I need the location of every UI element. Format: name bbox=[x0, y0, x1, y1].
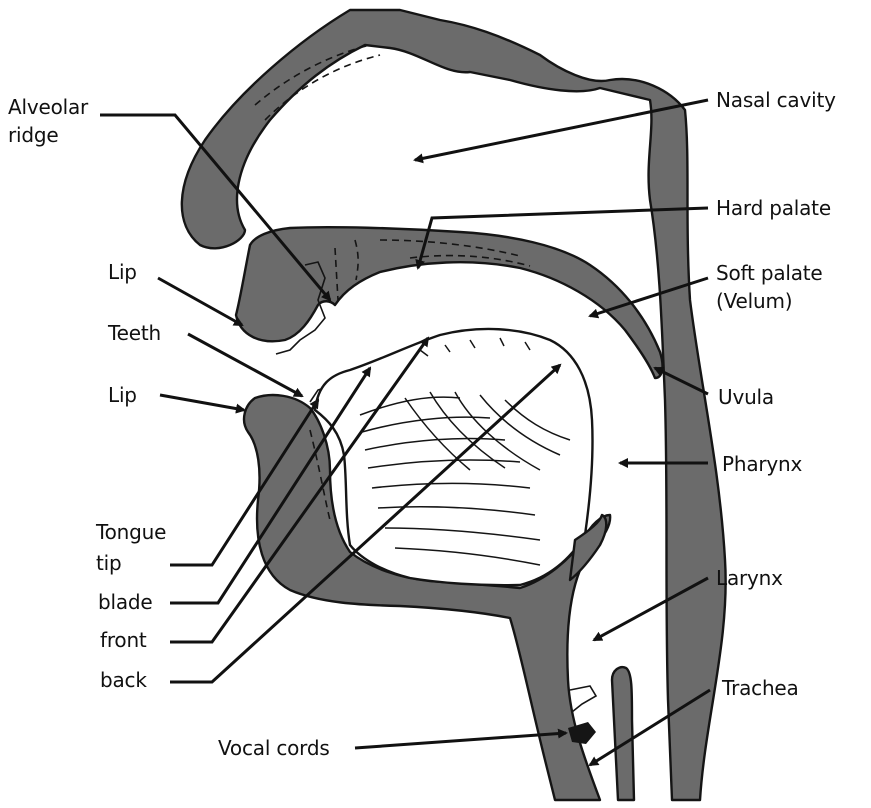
front-label: front bbox=[100, 628, 147, 652]
upper-lip-label: Lip bbox=[108, 260, 137, 284]
vocal-cords-pointer bbox=[355, 733, 566, 748]
vocal-cords-label: Vocal cords bbox=[218, 736, 330, 760]
soft-palate-label-line2: (Velum) bbox=[716, 289, 792, 313]
nasal-cavity-label: Nasal cavity bbox=[716, 88, 836, 112]
lower-lip-pointer bbox=[160, 395, 244, 410]
hard-palate-label: Hard palate bbox=[716, 196, 831, 220]
back-label: back bbox=[100, 668, 147, 692]
trachea-wall bbox=[612, 667, 634, 800]
lower-lip-label: Lip bbox=[108, 383, 137, 407]
larynx-label: Larynx bbox=[716, 566, 783, 590]
teeth-label: Teeth bbox=[108, 321, 161, 345]
tongue-tip-label-line2: tip bbox=[96, 551, 122, 575]
pharynx-label: Pharynx bbox=[722, 452, 802, 476]
teeth-pointer bbox=[188, 334, 302, 396]
tongue-tip-label-line1: Tongue bbox=[96, 520, 166, 544]
alveolar-ridge-label-line1: Alveolar bbox=[8, 95, 88, 119]
uvula-label: Uvula bbox=[718, 385, 774, 409]
soft-palate-label-line1: Soft palate bbox=[716, 261, 823, 285]
upper-lip-pointer bbox=[158, 278, 242, 325]
blade-label: blade bbox=[98, 590, 153, 614]
tongue-body bbox=[315, 329, 593, 585]
trachea-label: Trachea bbox=[722, 676, 799, 700]
alveolar-ridge-label-line2: ridge bbox=[8, 123, 58, 147]
vocal-cords-shape bbox=[570, 686, 596, 712]
